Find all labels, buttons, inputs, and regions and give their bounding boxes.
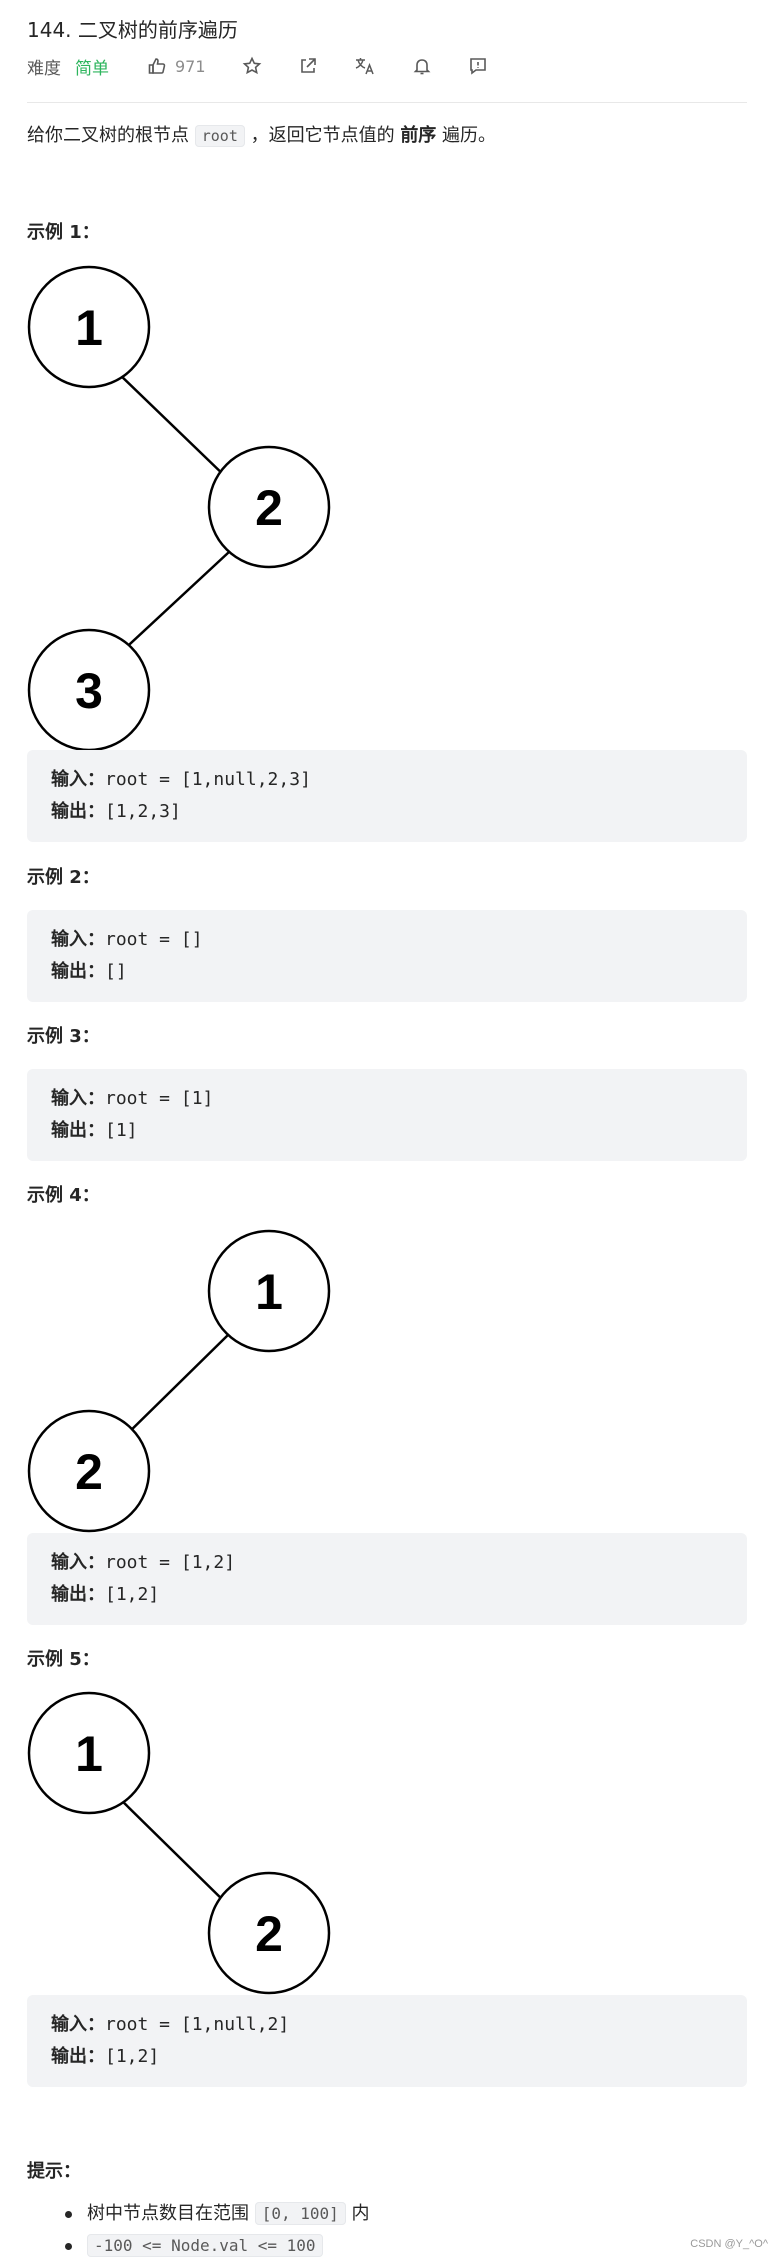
tree-node-label: 1 — [75, 1726, 103, 1782]
like-count: 971 — [175, 56, 206, 76]
tree-node — [27, 1691, 151, 1815]
desc-text-1: 给你二叉树的根节点 — [27, 125, 195, 146]
tree-node — [27, 265, 151, 389]
example-2-code: 输入：root = [] 输出：[] — [27, 910, 747, 1002]
example-1-tree: 1 2 3 — [27, 265, 331, 752]
problem-title: 144. 二叉树的前序遍历 — [27, 18, 238, 42]
desc-text-3: 遍历。 — [436, 125, 497, 146]
example-4-title: 示例 4： — [27, 1185, 100, 1206]
example-3-title: 示例 3： — [27, 1026, 100, 1047]
tree-node-label: 2 — [75, 1444, 103, 1500]
hints-title: 提示： — [27, 2161, 81, 2182]
tree-node — [207, 1871, 331, 1995]
input-value: root = [1] — [105, 1088, 214, 1109]
output-label: 输出： — [51, 801, 105, 822]
difficulty-value: 简单 — [75, 58, 109, 79]
hint-text: 树中节点数目在范围 — [87, 2203, 255, 2224]
example-1-title: 示例 1： — [27, 222, 100, 243]
tree-edge — [116, 1333, 230, 1445]
input-label: 输入： — [51, 2014, 105, 2035]
input-value: root = [] — [105, 929, 203, 950]
tree-edge — [116, 371, 230, 481]
output-label: 输出： — [51, 1584, 105, 1605]
desc-bold: 前序 — [400, 125, 437, 146]
input-value: root = [1,null,2] — [105, 2014, 290, 2035]
output-value: [1,2,3] — [105, 801, 181, 822]
input-label: 输入： — [51, 1088, 105, 1109]
output-value: [1] — [105, 1120, 138, 1141]
example-3-code: 输入：root = [1] 输出：[1] — [27, 1069, 747, 1161]
list-item: 树中节点数目在范围 [0, 100] 内 — [27, 2198, 747, 2230]
share-icon[interactable] — [298, 54, 318, 78]
tree-node — [207, 445, 331, 569]
tree-node-label: 2 — [255, 1906, 283, 1962]
output-value: [1,2] — [105, 2046, 160, 2067]
tree-node-label: 2 — [255, 480, 283, 536]
example-5-title: 示例 5： — [27, 1649, 100, 1670]
hint-suffix: 内 — [345, 2203, 370, 2224]
output-label: 输出： — [51, 961, 105, 982]
example-2-title: 示例 2： — [27, 867, 100, 888]
hint-code: -100 <= Node.val <= 100 — [87, 2234, 323, 2257]
difficulty-label: 难度 — [27, 58, 61, 79]
example-5-tree: 1 2 — [27, 1691, 331, 1995]
list-item: -100 <= Node.val <= 100 — [27, 2230, 747, 2262]
tree-node-label: 1 — [75, 300, 103, 356]
example-4-code: 输入：root = [1,2] 输出：[1,2] — [27, 1533, 747, 1625]
example-4-tree: 1 2 — [27, 1229, 331, 1533]
bell-icon[interactable] — [412, 54, 432, 78]
watermark: CSDN @Y_^O^ — [690, 2238, 768, 2250]
hint-code: [0, 100] — [254, 2202, 346, 2225]
example-5-code: 输入：root = [1,null,2] 输出：[1,2] — [27, 1995, 747, 2087]
tree-node-label: 1 — [255, 1264, 283, 1320]
input-label: 输入： — [51, 769, 105, 790]
output-value: [] — [105, 961, 127, 982]
problem-description: 给你二叉树的根节点 root ，返回它节点值的 前序 遍历。 — [27, 122, 496, 150]
output-label: 输出： — [51, 2046, 105, 2067]
meta-row: 难度 简单 971 — [27, 52, 488, 80]
tree-edge — [116, 551, 230, 657]
tree-node — [27, 1409, 151, 1533]
hints-list: 树中节点数目在范围 [0, 100] 内 -100 <= Node.val <=… — [27, 2198, 747, 2262]
desc-code-root: root — [194, 125, 245, 147]
input-label: 输入： — [51, 929, 105, 950]
output-value: [1,2] — [105, 1584, 160, 1605]
like-button[interactable]: 971 — [147, 54, 206, 78]
input-label: 输入： — [51, 1552, 105, 1573]
input-value: root = [1,2] — [105, 1552, 236, 1573]
tree-node — [207, 1229, 331, 1353]
translate-icon[interactable] — [354, 54, 376, 78]
thumbs-up-icon — [147, 54, 167, 78]
tree-edge — [116, 1795, 230, 1907]
input-value: root = [1,null,2,3] — [105, 769, 311, 790]
example-1-code: 输入：root = [1,null,2,3] 输出：[1,2,3] — [27, 750, 747, 842]
output-label: 输出： — [51, 1120, 105, 1141]
bullet — [65, 2211, 72, 2218]
star-icon[interactable] — [242, 54, 262, 78]
tree-node-label: 3 — [75, 663, 103, 719]
bullet — [65, 2243, 72, 2250]
feedback-icon[interactable] — [468, 54, 488, 78]
desc-text-2: ，返回它节点值的 — [244, 125, 401, 146]
header-divider — [27, 102, 747, 103]
